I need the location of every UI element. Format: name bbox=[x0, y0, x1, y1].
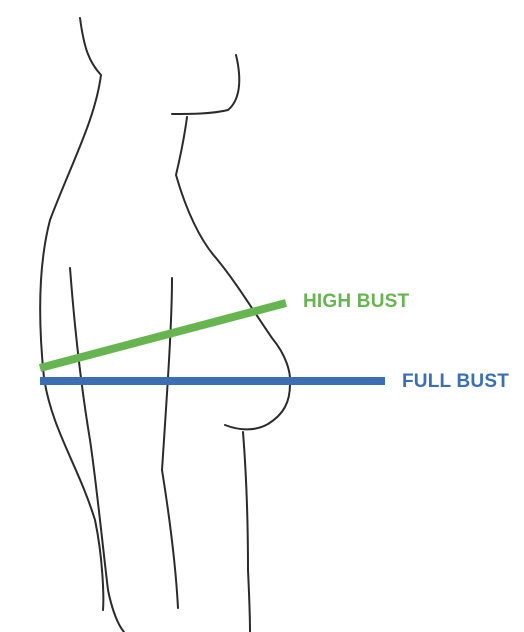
arm-back-outline bbox=[69, 267, 125, 632]
high-bust-label: HIGH BUST bbox=[303, 291, 410, 312]
full-bust-label: FULL BUST bbox=[402, 371, 509, 392]
torso-front-outline bbox=[242, 431, 251, 632]
high-bust-line bbox=[38, 299, 288, 372]
chest-outline bbox=[175, 116, 292, 385]
arm-front-outline bbox=[161, 277, 179, 609]
bust-outline bbox=[224, 383, 291, 431]
chin-outline bbox=[171, 54, 241, 115]
back-outline bbox=[39, 17, 105, 611]
body-outline bbox=[39, 17, 292, 632]
